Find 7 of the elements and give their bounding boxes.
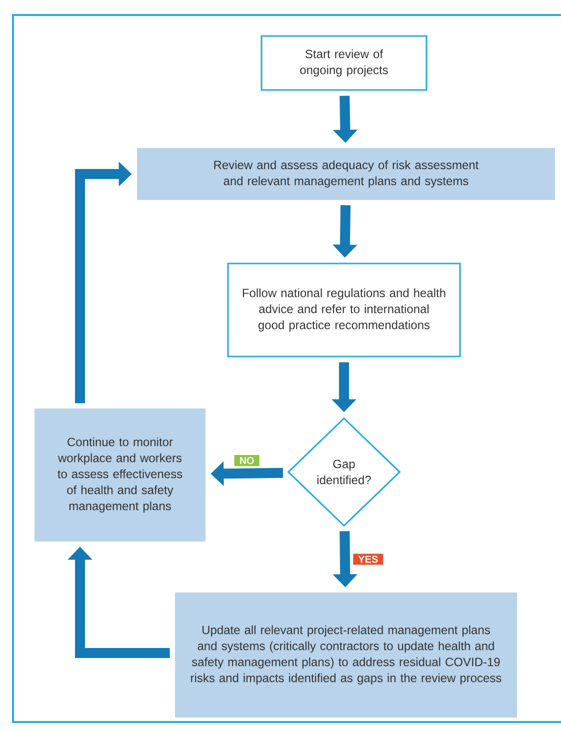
edge-label: NO: [234, 455, 260, 466]
process-box: Start review of ongoing projects: [260, 35, 428, 91]
process-box: Update all relevant project-related management plans and systems (critically contractors to update health and safety management plans) to address residual COVID-19 risks and impacts identified as gaps in the review process: [175, 592, 517, 718]
process-box: Review and assess adequacy of risk assessment and relevant management plans and systems: [137, 148, 555, 200]
process-box: Follow national regulations and health advice and refer to international good practice recommendations: [227, 262, 461, 358]
edge-label: YES: [353, 554, 384, 565]
process-box: Continue to monitor workplace and workers to assess effectiveness of health and safety management plans: [34, 408, 206, 542]
